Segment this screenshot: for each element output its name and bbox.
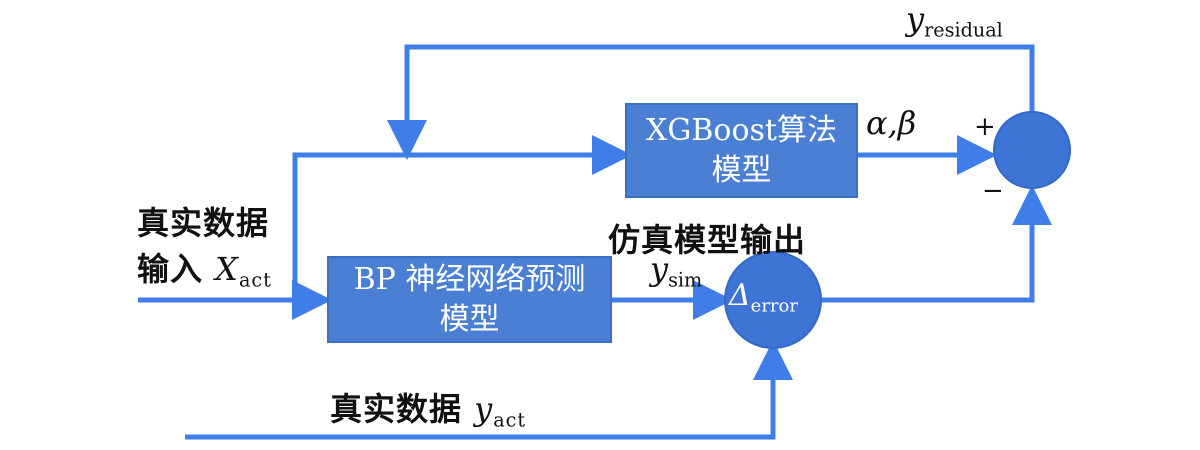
minus-sign: −	[982, 176, 1004, 206]
sim-output-label: 仿真模型输出	[608, 221, 807, 259]
xgboost-line2: 模型	[711, 152, 772, 188]
summing-node	[993, 111, 1071, 189]
bp-line1: BP 神经网络预测	[353, 261, 586, 297]
xgboost-model-box: XGBoost算法 模型	[625, 103, 858, 198]
bp-line2: 模型	[439, 301, 500, 337]
delta-error-label: Δerror	[729, 278, 798, 317]
alpha-beta-label: α,β	[866, 104, 917, 142]
y-sim-label: ysim	[650, 250, 703, 292]
y-residual-label: yresidual	[906, 0, 1003, 42]
bp-model-box: BP 神经网络预测 模型	[327, 256, 612, 343]
branch-to-xgboost	[292, 135, 632, 300]
error-node	[724, 251, 822, 349]
plus-sign: +	[974, 112, 996, 142]
real-input-label: 真实数据 输入 Xact	[137, 204, 272, 292]
residual-feedback-line	[387, 44, 1035, 160]
real-y-label: 真实数据 yact	[330, 390, 527, 432]
y-act-line	[185, 340, 793, 440]
error-to-sum-line	[822, 185, 1052, 303]
xgboost-line1: XGBoost算法	[646, 112, 837, 148]
